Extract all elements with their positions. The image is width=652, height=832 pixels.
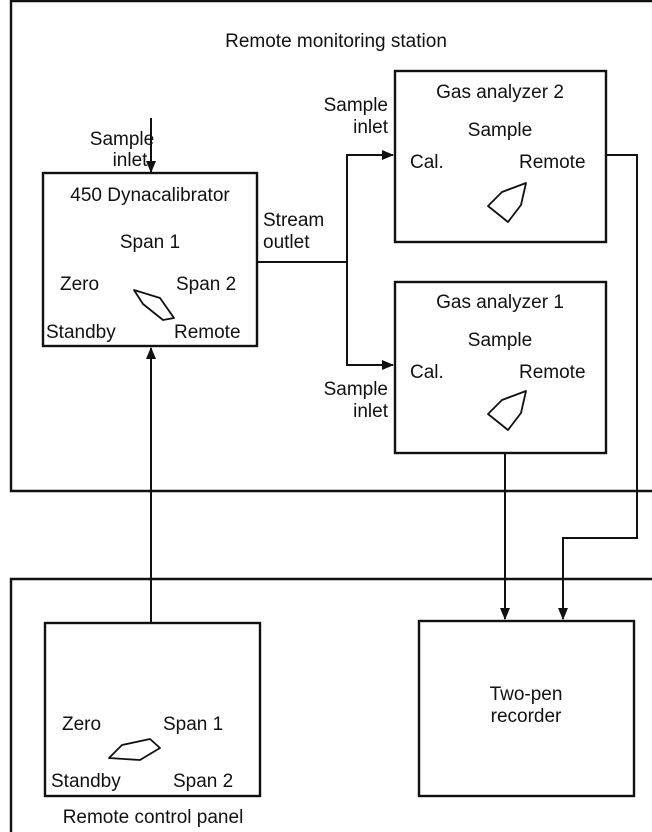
- analyzer1-sample-inlet-line1: Sample: [324, 379, 388, 400]
- recorder-title-line2: recorder: [491, 706, 562, 727]
- gas-analyzer-1-cal-label: Cal.: [410, 362, 444, 383]
- panel-span2-label: Span 2: [173, 771, 233, 792]
- gas-analyzer-1-sample-label: Sample: [468, 330, 532, 351]
- panel-selector-knob-icon: [108, 738, 161, 761]
- dynacalibrator-box: [41, 171, 259, 348]
- gas-analyzer-2-box: [393, 69, 608, 244]
- gas-analyzer-1-box: [393, 280, 608, 455]
- panel-zero-label: Zero: [62, 714, 101, 735]
- sample-inlet-label-line1: Sample: [90, 129, 154, 150]
- stream-outlet-label-line1: Stream: [263, 210, 324, 231]
- stream-to-analyzer1-arrow: [346, 262, 394, 370]
- station-title: Remote monitoring station: [225, 31, 447, 52]
- panel-span1-label: Span 1: [163, 714, 223, 735]
- remote-control-panel-box: [43, 621, 262, 798]
- analyzer1-sample-inlet-line2: inlet: [353, 401, 389, 422]
- analyzer2-sample-inlet-line2: inlet: [353, 117, 389, 138]
- remote-control-panel-caption: Remote control panel: [63, 807, 244, 828]
- recorder-title-line1: Two-pen: [490, 684, 563, 705]
- two-pen-recorder-box: [417, 619, 636, 798]
- gas-analyzer-1-title: Gas analyzer 1: [436, 292, 564, 313]
- gas-analyzer-2-remote-label: Remote: [519, 152, 586, 173]
- analyzer2-to-recorder-arrow: [558, 154, 638, 620]
- panel-standby-label: Standby: [51, 771, 121, 792]
- gas-analyzer-2-selector-knob-icon: [487, 182, 527, 223]
- calibrator-span1-label: Span 1: [120, 232, 180, 253]
- gas-analyzer-1-remote-label: Remote: [519, 362, 586, 383]
- control-area-frame: [9, 577, 652, 832]
- calibrator-span2-label: Span 2: [176, 274, 236, 295]
- calibrator-zero-label: Zero: [60, 274, 99, 295]
- gas-analyzer-2-sample-label: Sample: [468, 120, 532, 141]
- calibrator-remote-label: Remote: [174, 322, 241, 343]
- sample-inlet-label-line2: inlet: [113, 150, 149, 171]
- analyzer2-sample-inlet-line1: Sample: [324, 95, 388, 116]
- calibrator-selector-knob-icon: [133, 289, 175, 321]
- gas-analyzer-2-title: Gas analyzer 2: [436, 82, 564, 103]
- stream-outlet-label-line2: outlet: [263, 232, 310, 253]
- monitoring-station-frame: [9, 0, 652, 493]
- gas-analyzer-2-cal-label: Cal.: [410, 152, 444, 173]
- gas-analyzer-1-selector-knob-icon: [487, 390, 527, 431]
- dynacalibrator-title: 450 Dynacalibrator: [70, 185, 230, 206]
- stream-to-analyzer2-arrow: [346, 150, 394, 262]
- calibrator-standby-label: Standby: [46, 322, 116, 343]
